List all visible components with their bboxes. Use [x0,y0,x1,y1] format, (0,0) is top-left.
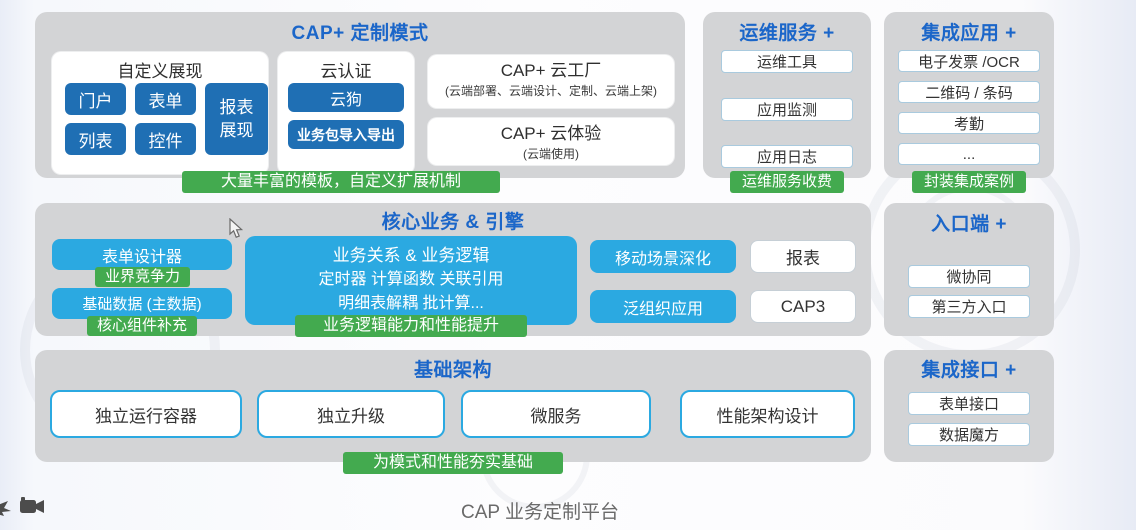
button-attendance: 考勤 [898,112,1040,134]
panel-integrated-apps: 集成应用 + 电子发票 /OCR 二维码 / 条码 考勤 ... 封装集成案例 [884,12,1054,193]
button-pan-organization: 泛组织应用 [590,290,736,323]
button-form: 表单 [135,83,196,115]
button-app-monitor: 应用监测 [721,98,853,121]
box-business-logic-line3: 明细表解耦 批计算... [338,295,484,312]
card-cloud-factory: CAP+ 云工厂 (云端部署、云端设计、定制、云端上架) [428,55,674,108]
tag-packaged-cases: 封装集成案例 [912,171,1026,193]
button-report-display-line1: 报表 [219,98,254,117]
panel-ops-service-title: 运维服务 + [739,23,835,44]
panel-ops-service: 运维服务 + 运维工具 应用监测 应用日志 运维服务收费 [703,12,871,193]
tag-ops-fee: 运维服务收费 [730,171,844,193]
panel-entry: 入口端 + 微协同 第三方入口 [884,203,1054,336]
card-cloud-auth-title: 云认证 [320,62,372,81]
button-mobile-scene: 移动场景深化 [590,240,736,273]
button-portal: 门户 [65,83,126,115]
panel-integrated-apps-title: 集成应用 + [921,23,1017,44]
button-report-display-line2: 展现 [219,121,254,140]
slide-footer-title: CAP 业务定制平台 [460,502,619,523]
card-cloud-auth: 云认证 云狗 业务包导入导出 [278,52,414,174]
button-data-cube: 数据魔方 [908,423,1030,446]
button-more-apps: ... [898,143,1040,165]
box-business-logic-line1: 业务关系 & 业务逻辑 [332,246,490,265]
panel-infrastructure-title: 基础架构 [413,360,492,381]
panel-core-business: 核心业务 & 引擎 表单设计器 业界竞争力 基础数据 (主数据) 核心组件补充 … [35,203,871,337]
tag-logic-performance: 业务逻辑能力和性能提升 [295,315,527,337]
card-cloud-factory-title: CAP+ 云工厂 [500,61,602,80]
button-qrcode-barcode: 二维码 / 条码 [898,81,1040,103]
card-cloud-experience-subtitle: (云端使用) [523,147,579,161]
card-custom-display-title: 自定义展现 [117,62,203,81]
box-business-logic-line2: 定时器 计算函数 关联引用 [318,271,504,288]
card-cloud-experience-title: CAP+ 云体验 [500,124,602,143]
button-cap3: CAP3 [750,290,856,323]
button-third-party-entry: 第三方入口 [908,295,1030,318]
video-camera-icon[interactable] [20,496,46,519]
tag-foundation: 为模式和性能夯实基础 [343,452,563,474]
tag-templates: 大量丰富的模板，自定义扩展机制 [182,171,500,193]
button-app-log: 应用日志 [721,145,853,168]
tag-core-component: 核心组件补充 [87,316,197,336]
panel-infrastructure: 基础架构 独立运行容器 独立升级 微服务 性能架构设计 为模式和性能夯实基础 [35,350,871,474]
button-form-designer: 表单设计器 [52,239,232,270]
button-micro-collab: 微协同 [908,265,1030,288]
panel-entry-title: 入口端 + [931,214,1007,235]
button-report: 报表 [750,240,856,273]
button-ops-tools: 运维工具 [721,50,853,73]
button-widget: 控件 [135,123,196,155]
card-cloud-experience: CAP+ 云体验 (云端使用) [428,118,674,165]
button-list: 列表 [65,123,126,155]
button-cloud-dog: 云狗 [288,83,404,112]
button-form-api: 表单接口 [908,392,1030,415]
pointer-icon[interactable] [0,500,12,521]
button-independent-container: 独立运行容器 [50,390,242,438]
mouse-cursor [229,217,244,244]
button-microservice: 微服务 [461,390,651,438]
button-report-display: 报表 展现 [205,83,268,155]
panel-integration-api: 集成接口 + 表单接口 数据魔方 [884,350,1054,462]
button-base-data: 基础数据 (主数据) [52,288,232,319]
button-package-import-export: 业务包导入导出 [288,120,404,149]
tag-industry-competitiveness: 业界竞争力 [95,267,190,287]
panel-integration-api-title: 集成接口 + [921,360,1017,381]
card-custom-display: 自定义展现 门户 表单 报表 展现 列表 控件 [52,52,268,174]
box-business-logic: 业务关系 & 业务逻辑 定时器 计算函数 关联引用 明细表解耦 批计算... [245,236,577,325]
button-e-invoice-ocr: 电子发票 /OCR [898,50,1040,72]
panel-core-business-title: 核心业务 & 引擎 [381,212,525,233]
card-cloud-factory-subtitle: (云端部署、云端设计、定制、云端上架) [445,84,657,98]
button-performance-architecture: 性能架构设计 [680,390,855,438]
button-independent-upgrade: 独立升级 [257,390,445,438]
panel-cap-custom-mode: CAP+ 定制模式 自定义展现 门户 表单 报表 展现 列表 控件 云认证 云狗… [35,12,685,193]
panel-cap-custom-mode-title: CAP+ 定制模式 [291,23,429,44]
